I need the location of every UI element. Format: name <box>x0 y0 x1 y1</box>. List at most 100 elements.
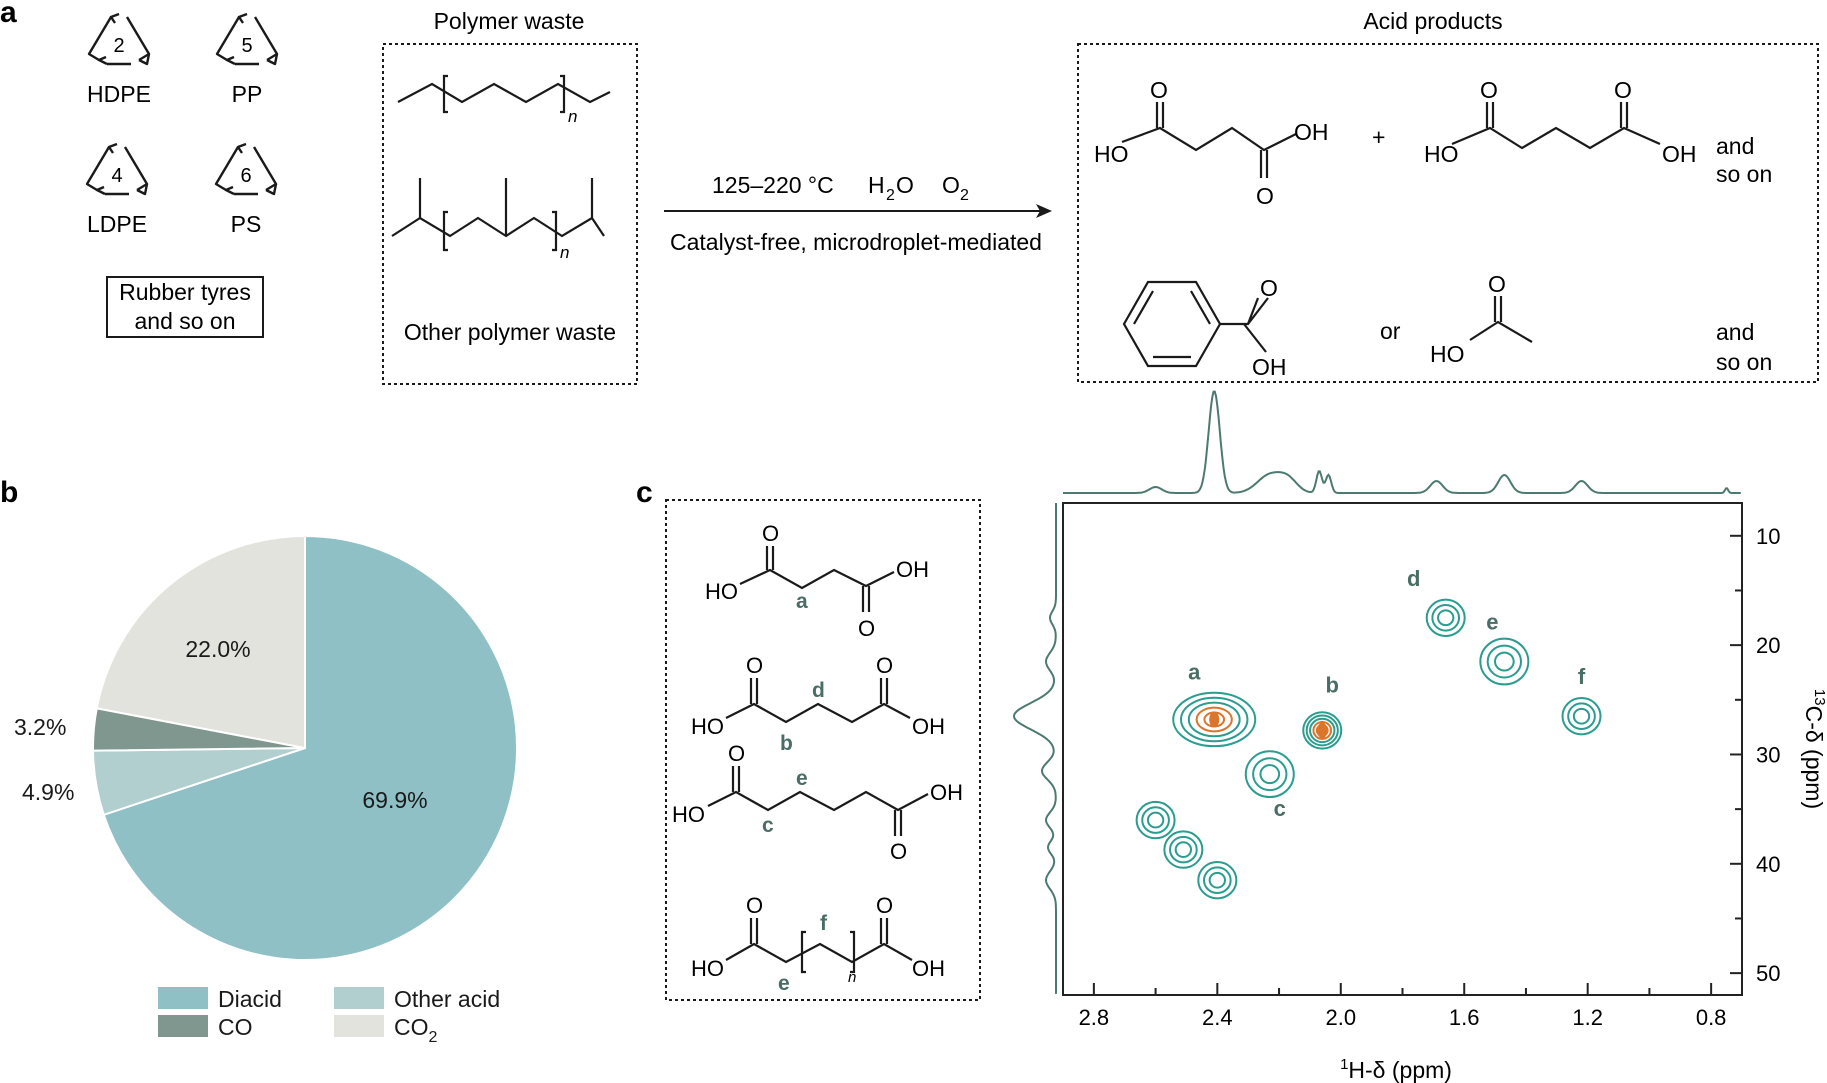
pie-slice-diacid <box>102 534 518 961</box>
s4-o-left: O <box>746 893 763 918</box>
s2-o-left: O <box>746 653 763 678</box>
peak-contour <box>1195 706 1233 733</box>
hsqc-x-axis-title: 1H-δ (ppm) <box>1340 1056 1452 1083</box>
acetic-o: O <box>1488 271 1506 297</box>
y-tick-label: 20 <box>1756 633 1780 658</box>
other-polymer-waste: Other polymer waste <box>404 319 616 345</box>
panel-label-a: a <box>0 0 17 29</box>
peak-label-e: e <box>1486 610 1498 635</box>
recycle-code-ps: 6 PS <box>214 142 278 237</box>
peak-core <box>1317 722 1328 739</box>
legend-swatch <box>334 1015 384 1037</box>
hsqc-y-axis-title: 13C-δ (ppm) <box>1801 689 1827 809</box>
nmr-structure-adipic <box>707 766 929 836</box>
peak-contour <box>1172 691 1257 748</box>
legend-label: CO <box>218 1014 253 1040</box>
acid-products-title: Acid products <box>1363 8 1502 34</box>
succinic-ho: HO <box>1094 141 1129 167</box>
legend-label-main: Other acid <box>394 986 500 1012</box>
polyethylene-repeat-n: n <box>568 107 577 126</box>
or-text: or <box>1380 318 1401 344</box>
recycle-code-number: 6 <box>240 165 251 187</box>
rubber-tyres-line1: Rubber tyres <box>119 279 251 305</box>
y-tick-label: 30 <box>1756 742 1780 767</box>
peak-contour <box>1567 702 1596 730</box>
peak-contour <box>1305 714 1339 747</box>
peak-contour <box>1174 841 1193 858</box>
recycle-code-label: PP <box>232 81 263 107</box>
peak-contour <box>1180 696 1249 743</box>
peak-contour <box>1425 598 1466 637</box>
peak-contour <box>1244 750 1295 799</box>
s3-ho: HO <box>672 802 705 827</box>
peak-contour <box>1431 604 1461 632</box>
peak-contour <box>1146 811 1165 829</box>
pie-slice-co2 <box>95 534 306 750</box>
peak-contour <box>1302 711 1343 750</box>
polymer-waste-box <box>382 43 638 385</box>
recycle-code-label: HDPE <box>87 81 151 107</box>
oxygen-subscript: 2 <box>960 187 969 204</box>
rubber-tyres-box <box>106 276 264 338</box>
s3-o-top: O <box>728 741 745 766</box>
s3-oh: OH <box>930 780 963 805</box>
reaction-condition: Catalyst-free, microdroplet-mediated <box>670 229 1042 255</box>
s1-o-top: O <box>762 521 779 546</box>
s4-repeat-n: n <box>848 969 856 986</box>
x-axis-title-sup: 1 <box>1340 1056 1348 1073</box>
s1-oh: OH <box>896 557 929 582</box>
recycle-code-hdpe: 2 HDPE <box>87 12 151 107</box>
acetic-ho: HO <box>1430 341 1465 367</box>
hsqc-peaks <box>1135 598 1602 900</box>
y-tick-label: 50 <box>1756 961 1780 986</box>
peak-contour <box>1252 757 1288 792</box>
s4-o-right: O <box>876 893 893 918</box>
so-on-text-1: so on <box>1716 161 1772 187</box>
peak-contour <box>1135 800 1176 840</box>
s2-o-right: O <box>876 653 893 678</box>
and-text-1: and <box>1716 133 1754 159</box>
x-axis-title-main: H-δ (ppm) <box>1348 1057 1452 1083</box>
s4-oh: OH <box>912 956 945 981</box>
legend-label-sub: 2 <box>429 1029 438 1046</box>
pie-slice-label: 3.2% <box>14 714 66 740</box>
s2-label-d: d <box>812 679 825 702</box>
reaction-oxygen: O 2 <box>942 172 969 204</box>
peak-label-c: c <box>1274 796 1286 821</box>
s3-label-e: e <box>796 767 808 790</box>
s3-o-bottom: O <box>890 839 907 864</box>
reaction-water: H 2 O <box>868 172 914 204</box>
recycle-code-number: 5 <box>241 35 252 57</box>
recycle-code-number: 2 <box>113 35 124 57</box>
so-on-text-2: so on <box>1716 349 1772 375</box>
glutaric-o-right: O <box>1614 77 1632 103</box>
peak-contour <box>1312 720 1333 740</box>
polypropylene-structure <box>391 178 605 252</box>
benzoic-oh: OH <box>1252 354 1287 380</box>
recycle-code-ldpe: 4 LDPE <box>85 142 149 237</box>
glutaric-ho: HO <box>1424 141 1459 167</box>
s1-o-bottom: O <box>858 616 875 641</box>
reaction-arrowhead-icon <box>1036 204 1052 218</box>
peak-label-a: a <box>1188 659 1201 684</box>
recycle-code-number: 4 <box>111 165 122 187</box>
glutaric-oh: OH <box>1662 141 1697 167</box>
legend-label-main: Diacid <box>218 986 282 1012</box>
peak-contour <box>1259 764 1281 785</box>
legend-label-main: CO <box>394 1014 429 1040</box>
x-tick-label: 1.6 <box>1449 1005 1480 1030</box>
legend-label: CO2 <box>394 1014 438 1046</box>
y-axis-title-main: C-δ (ppm) <box>1801 706 1827 810</box>
peak-contour <box>1309 717 1336 744</box>
water-h: H <box>868 172 885 198</box>
legend-label-main: CO <box>218 1014 253 1040</box>
y-axis-title-sup: 13 <box>1811 689 1827 706</box>
legend-swatch <box>334 987 384 1009</box>
panel-label-c: c <box>636 476 653 509</box>
peak-contour <box>1197 861 1238 900</box>
legend-swatch <box>158 1015 208 1037</box>
s4-label-e: e <box>778 972 790 995</box>
succinic-acid-structure <box>1121 102 1297 178</box>
